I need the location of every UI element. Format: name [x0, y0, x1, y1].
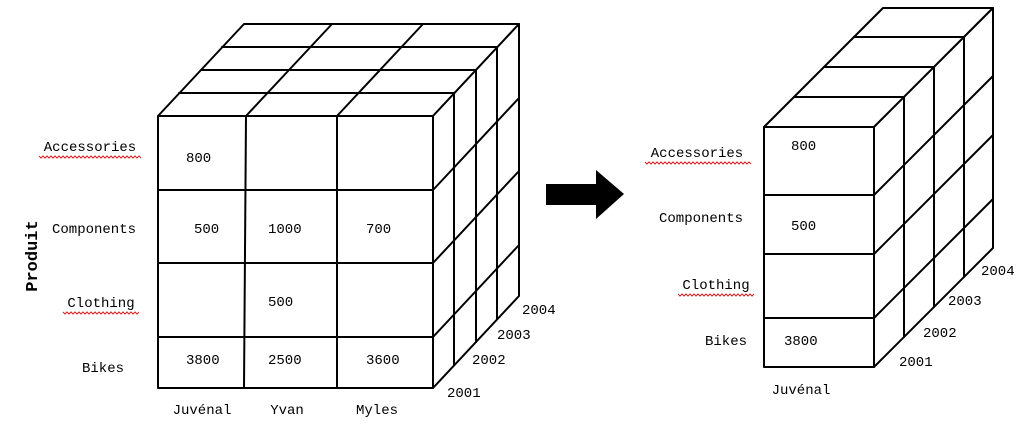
cell-accessories-juvenal: 800	[186, 151, 211, 167]
cell-bikes-juvenal: 3800	[186, 353, 220, 369]
cell-clothing-yvan: 500	[268, 295, 293, 311]
spellcheck-underline	[644, 161, 752, 165]
column-label-myles: Myles	[356, 403, 398, 419]
right-arrow-icon	[546, 170, 624, 219]
year-label-2002: 2002	[923, 326, 957, 342]
cell-components-juvenal: 500	[194, 222, 219, 238]
cell-components-juvenal: 500	[791, 219, 816, 235]
y-axis-label: Produit	[24, 220, 43, 291]
year-label-2001: 2001	[899, 355, 933, 371]
spellcheck-underline	[677, 293, 755, 297]
row-label-bikes: Bikes	[705, 334, 747, 350]
year-label-2003: 2003	[497, 328, 531, 344]
row-label-components: Components	[52, 222, 136, 238]
spellcheck-underline	[62, 311, 140, 315]
cell-accessories-juvenal: 800	[791, 139, 816, 155]
row-label-accessories: Accessories	[44, 140, 136, 156]
column-label-yvan: Yvan	[270, 403, 304, 419]
row-label-clothing: Clothing	[67, 296, 134, 312]
right-cube-front-face	[763, 126, 875, 368]
row-label-accessories: Accessories	[651, 146, 743, 162]
cell-bikes-yvan: 2500	[268, 353, 302, 369]
row-label-components: Components	[659, 211, 743, 227]
year-label-2002: 2002	[472, 353, 506, 369]
cell-bikes-myles: 3600	[366, 353, 400, 369]
year-label-2004: 2004	[981, 264, 1015, 280]
year-label-2004: 2004	[522, 303, 556, 319]
cell-components-myles: 700	[366, 222, 391, 238]
left-cube-front-face	[157, 115, 434, 389]
column-label-juvenal: Juvénal	[772, 383, 831, 399]
row-label-clothing: Clothing	[682, 278, 749, 294]
cell-bikes-juvenal: 3800	[784, 334, 818, 350]
year-label-2003: 2003	[948, 294, 982, 310]
left-cube	[157, 23, 520, 389]
year-label-2001: 2001	[447, 386, 481, 402]
right-cube	[763, 7, 994, 368]
cell-components-yvan: 1000	[268, 222, 302, 238]
row-label-bikes: Bikes	[82, 361, 124, 377]
spellcheck-underline	[38, 155, 142, 159]
column-label-juvenal: Juvénal	[173, 403, 232, 419]
